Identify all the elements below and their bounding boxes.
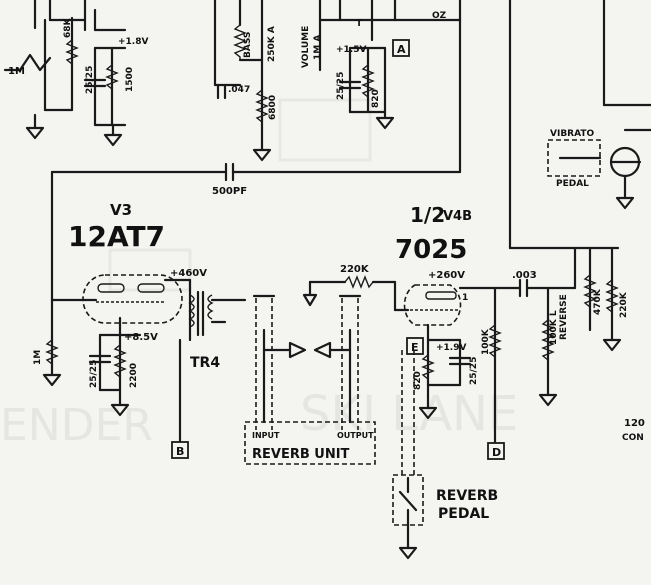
edge-con-label: CON <box>622 433 644 443</box>
pot-1m-label: 1M <box>8 66 25 77</box>
volume-label: VOLUME <box>301 26 311 68</box>
c-047-label: .047 <box>228 85 250 95</box>
r-470k-label: 470K <box>593 288 603 315</box>
tone-stack-bass <box>213 0 272 162</box>
edge-120-label: 120 <box>624 418 645 429</box>
v4b-label: V4B <box>443 209 472 224</box>
plus-460v-label: +460V <box>170 268 207 279</box>
v3-tube-label: 12AT7 <box>68 220 165 253</box>
v4b-tube-symbol <box>393 278 577 447</box>
output-label: OUTPUT <box>337 431 374 440</box>
r-100k-label: 100K <box>481 328 491 355</box>
r-100k-l-label: 100K L <box>549 310 559 345</box>
node-d-box <box>487 442 505 460</box>
feedback-500pf <box>50 18 462 302</box>
r-220k-top <box>302 275 397 312</box>
tr4-label: TR4 <box>190 355 220 371</box>
pin-1-label: 1 <box>462 293 468 303</box>
c-500pf-label: 500PF <box>212 186 247 197</box>
tr4-transformer <box>178 290 247 444</box>
bleed-through-ghost: ENDER SKI LANE <box>0 98 518 451</box>
v4b-tube-label: 7025 <box>395 235 467 265</box>
c-25-25-b-label: 25/25 <box>336 72 346 100</box>
r-2200-label: 2200 <box>129 363 139 388</box>
reverb-pedal <box>392 350 424 560</box>
vibrato-pedal-label: PEDAL <box>556 179 589 189</box>
r-220k-label: 220K <box>340 264 370 275</box>
node-d-label: D <box>492 446 501 459</box>
r-1500-label: 1500 <box>125 67 135 92</box>
input-stage-top-left <box>3 0 127 147</box>
plus-1-8v-label: +1.8V <box>118 37 148 47</box>
bass-pot-label: 250K A <box>267 26 277 62</box>
reverb-pedal-label-2: PEDAL <box>438 506 489 522</box>
reverse-control <box>508 246 622 407</box>
c-25-25-d-label: 25/25 <box>469 357 479 385</box>
node-b-box <box>171 441 189 459</box>
vibrato-pedal <box>547 128 651 210</box>
v3-tube-symbol <box>42 274 192 417</box>
c-25-25-c-label: 25/25 <box>89 360 99 388</box>
c-25-25-label: 25/25 <box>85 66 95 94</box>
node-a-label: A <box>397 43 406 56</box>
v3-label: V3 <box>110 201 132 219</box>
plus-1-5v-label: +1.5V <box>336 45 366 55</box>
svg-text:SKI LANE: SKI LANE <box>300 386 518 442</box>
input-label: INPUT <box>252 431 280 440</box>
volume-stage <box>318 0 462 130</box>
reverse-label: REVERSE <box>559 294 569 340</box>
reverb-pedal-label-1: REVERB <box>436 488 498 504</box>
volume-pot-label: 1M A <box>313 35 323 60</box>
oz-label: OZ <box>432 11 447 21</box>
c-003-label: .003 <box>512 270 537 281</box>
r-820-label: 820 <box>413 371 423 390</box>
plus-8-5v-label: +8.5V <box>124 332 158 343</box>
r-220k-right-label: 220K <box>619 291 629 318</box>
r-6800-label: 6800 <box>268 95 278 120</box>
svg-text:ENDER: ENDER <box>0 400 153 451</box>
plus-1-9v-label: +1.9V <box>436 343 466 353</box>
vibrato-label: VIBRATO <box>550 129 595 139</box>
t-label: T <box>356 19 363 29</box>
node-e-label: E <box>411 341 419 354</box>
half-label: 1/2 <box>410 203 445 227</box>
plus-260v-label: +260V <box>428 270 465 281</box>
bass-label: BASS <box>243 32 253 58</box>
reverb-unit-label: REVERB UNIT <box>252 447 350 462</box>
reverb-unit <box>244 294 376 465</box>
r-820-top-label: 820 <box>371 89 381 108</box>
node-b-label: B <box>176 445 184 458</box>
node-a-box <box>392 39 410 57</box>
node-e-box <box>406 337 424 355</box>
r-68k-label: 68K <box>63 17 73 38</box>
r-1m-grid-label: 1M <box>33 350 43 365</box>
